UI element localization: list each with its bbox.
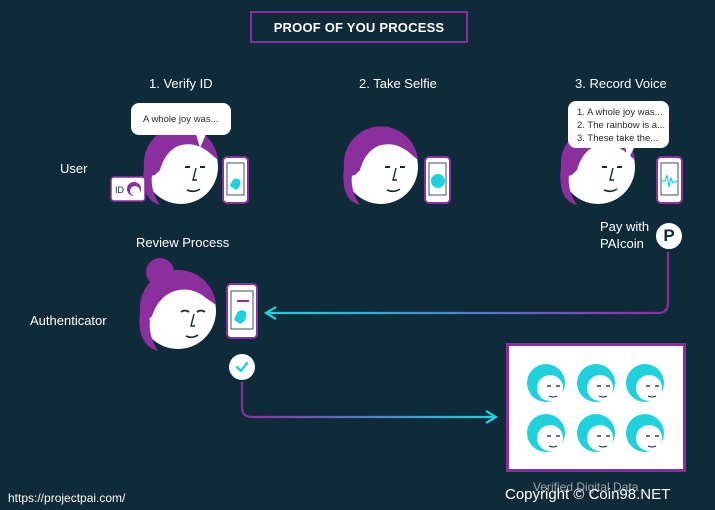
paicoin-icon: P (654, 221, 684, 251)
phone-icon (222, 156, 249, 204)
svg-text:ID: ID (115, 185, 125, 195)
phone-icon (424, 156, 451, 204)
step-1-label: 1. Verify ID (149, 76, 213, 91)
review-process-label: Review Process (136, 235, 230, 250)
phone-icon (226, 283, 258, 339)
copyright-watermark: Copyright © Coin98.NET (505, 486, 671, 503)
step-2-label: 2. Take Selfie (359, 76, 437, 91)
speech-bubble-voice: 1. A whole joy was... 2. The rainbow is … (568, 101, 669, 148)
authenticator-label: Authenticator (30, 313, 107, 328)
face-icon (343, 126, 418, 205)
verified-data-label: Verified Digital Data (533, 480, 639, 494)
flow-output-arrowhead (485, 410, 499, 424)
diagram-title: PROOF OF YOU PROCESS (250, 11, 468, 43)
phone-icon (656, 156, 683, 204)
bubble-voice-line-1: 1. A whole joy was... (577, 107, 663, 118)
check-icon (229, 354, 255, 380)
step-3-label: 3. Record Voice (575, 76, 667, 91)
speech-bubble-verify: A whole joy was... (131, 103, 231, 135)
user-label: User (60, 161, 88, 176)
face-icon (143, 126, 218, 205)
source-url: https://projectpai.com/ (8, 491, 126, 505)
bubble-voice-line-2: 2. The rainbow is a... (577, 120, 666, 131)
flow-output-line (240, 382, 494, 419)
paicoin-label: PAIcoin (600, 236, 644, 251)
face-icon (139, 258, 216, 351)
verified-data-box (506, 343, 686, 472)
flow-return-arrowhead (263, 306, 277, 320)
flow-return-line (268, 252, 670, 315)
bubble-verify-text: A whole joy was... (143, 114, 219, 125)
bubble-voice-line-3: 3. These take the... (577, 133, 659, 144)
id-card-icon: ID (110, 176, 146, 202)
pay-with-label: Pay with (600, 219, 650, 234)
